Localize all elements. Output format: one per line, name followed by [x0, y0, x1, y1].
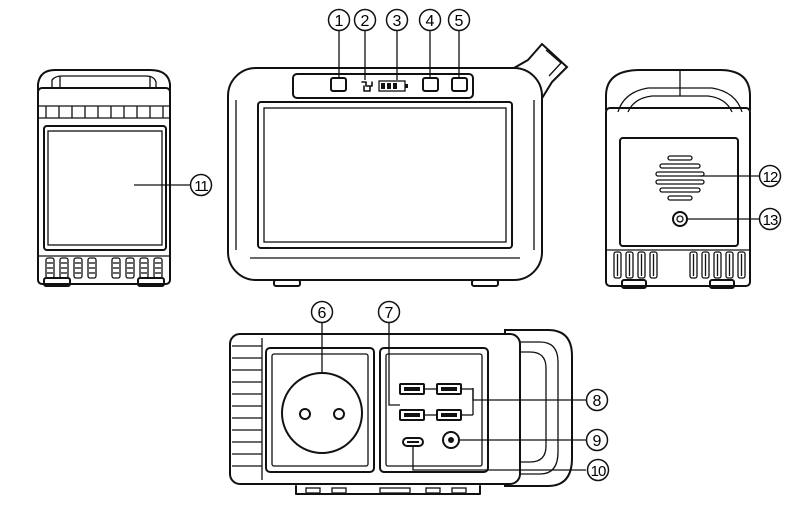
- callout-label: 12: [763, 169, 778, 186]
- callout-c8: 8: [585, 388, 609, 412]
- right-bottom-vents: [613, 251, 746, 279]
- left-bottom-vents: [45, 257, 163, 279]
- vent-slot: [125, 257, 135, 279]
- callout-c12: 12: [758, 164, 782, 188]
- speaker-slot: [667, 155, 693, 161]
- callout-c9: 9: [585, 428, 609, 452]
- callout-c4: 4: [418, 8, 442, 32]
- callout-label: 11: [194, 178, 208, 195]
- callout-label: 7: [385, 305, 394, 322]
- callout-c13: 13: [758, 207, 782, 231]
- callout-c5: 5: [447, 8, 471, 32]
- vent-slot: [649, 251, 658, 279]
- callout-label: 13: [763, 212, 778, 229]
- vent-slot: [637, 251, 646, 279]
- callout-c7: 7: [377, 300, 401, 324]
- vent-slot: [725, 251, 734, 279]
- callout-c10: 10: [586, 458, 610, 482]
- callout-c1: 1: [327, 8, 351, 32]
- callout-label: 1: [335, 13, 344, 30]
- vent-slot: [701, 251, 710, 279]
- battery-level-icon: [378, 80, 408, 92]
- top-left-ribs: [232, 338, 263, 480]
- callout-label: 4: [426, 13, 435, 30]
- aux-port: [672, 211, 688, 227]
- ac-outlet-icon: [281, 372, 363, 454]
- callout-c6: 6: [310, 300, 334, 324]
- callout-label: 9: [593, 433, 602, 450]
- callout-c2: 2: [353, 8, 377, 32]
- callout-label: 5: [455, 13, 464, 30]
- plug-icon: [361, 81, 373, 92]
- vent-slot: [737, 251, 746, 279]
- callout-label: 6: [318, 305, 327, 322]
- vent-slot: [625, 251, 634, 279]
- speaker-grille-icon: [655, 155, 705, 201]
- speaker-slot: [659, 187, 701, 193]
- speaker-slot: [655, 179, 705, 185]
- callout-label: 10: [591, 463, 606, 480]
- callout-label: 3: [393, 13, 402, 30]
- right-side-view: [605, 69, 751, 289]
- vent-slot: [713, 251, 722, 279]
- speaker-slot: [655, 171, 705, 177]
- vent-slot: [689, 251, 698, 279]
- top-view: [229, 329, 573, 495]
- speaker-slot: [667, 195, 693, 201]
- vent-slot: [87, 257, 97, 279]
- vent-slot: [613, 251, 622, 279]
- vent-slot: [111, 257, 121, 279]
- left-top-ribs: [45, 106, 164, 118]
- vent-slot: [73, 257, 83, 279]
- callout-label: 2: [361, 13, 370, 30]
- speaker-slot: [659, 163, 701, 169]
- left-side-view: [37, 69, 171, 287]
- front-view: [227, 42, 569, 287]
- callout-c3: 3: [385, 8, 409, 32]
- callout-leaders: [134, 31, 759, 471]
- callout-label: 8: [593, 393, 602, 410]
- callout-c11: 11: [189, 173, 213, 197]
